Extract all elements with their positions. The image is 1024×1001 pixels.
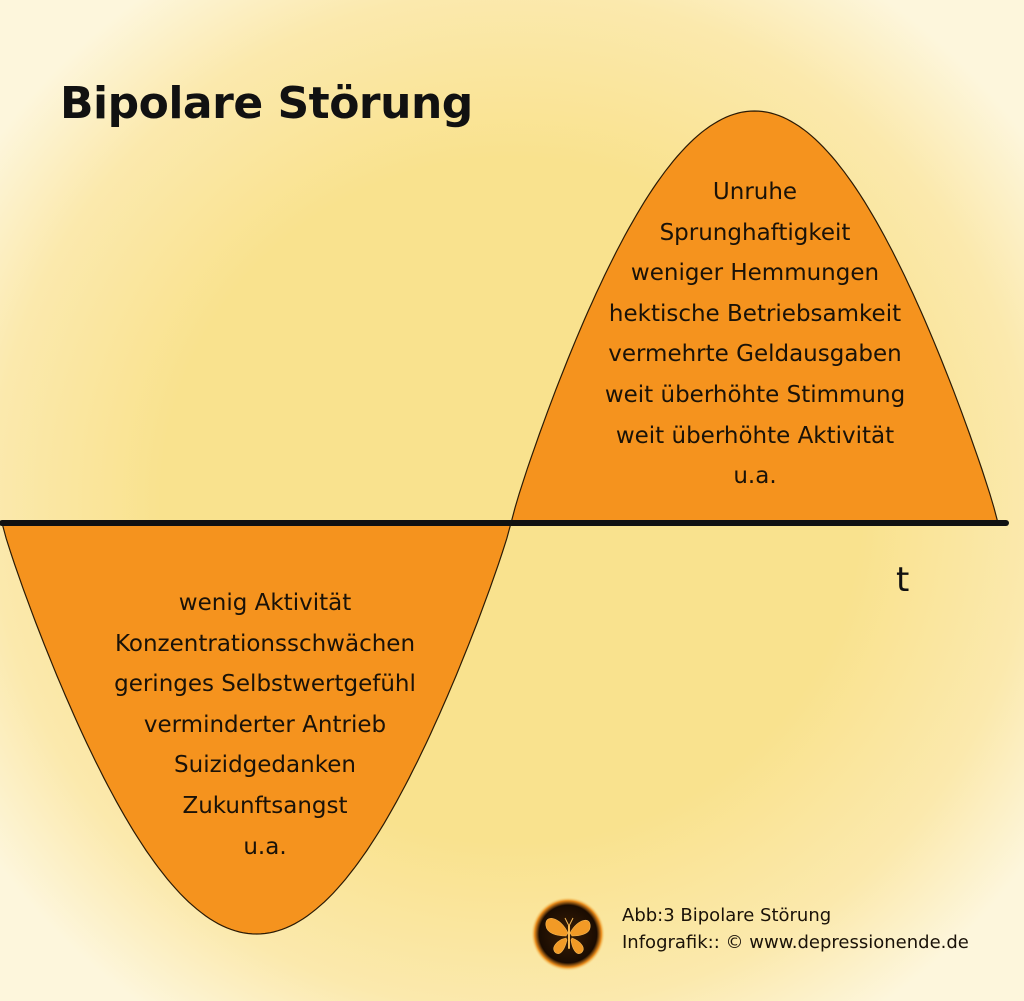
figure-caption: Abb:3 Bipolare Störung (622, 905, 832, 926)
mania-symptom-list: Unruhe Sprunghaftigkeit weniger Hemmunge… (555, 172, 955, 497)
mania-symptom: vermehrte Geldausgaben (608, 341, 902, 368)
butterfly-icon (531, 897, 605, 971)
mania-symptom: Unruhe (712, 179, 798, 205)
mania-symptom: weit überhöhte Aktivität (615, 422, 895, 449)
mania-symptom: weniger Hemmungen (630, 260, 880, 287)
depression-symptom-list: wenig Aktivität Konzentrationsschwächen … (65, 583, 465, 867)
page-title: Bipolare Störung (60, 78, 473, 129)
mania-symptom: hektische Betriebsamkeit (608, 300, 902, 327)
image-credit: Abb:3 Bipolare Störung Infografik:: © ww… (622, 902, 969, 956)
mania-symptom: weit überhöhte Stimmung (604, 381, 906, 408)
depression-symptom: Suizidgedanken (174, 752, 356, 779)
mania-phase-area (510, 110, 999, 524)
depression-symptom: geringes Selbstwertgefühl (114, 671, 416, 698)
mania-symptom: u.a. (733, 463, 777, 490)
depression-symptom: u.a. (243, 833, 287, 860)
depression-symptom: Konzentrationsschwächen (114, 630, 416, 657)
depression-symptom: verminderter Antrieb (143, 711, 387, 738)
depression-symptom: wenig Aktivität (178, 590, 352, 616)
time-axis-label: t (896, 560, 910, 600)
depression-phase-area (1, 522, 512, 935)
depression-symptom: Zukunftsangst (182, 792, 348, 819)
mania-symptom: Sprunghaftigkeit (659, 219, 851, 246)
credit-source: Infografik:: © www.depressionende.de (622, 932, 969, 953)
